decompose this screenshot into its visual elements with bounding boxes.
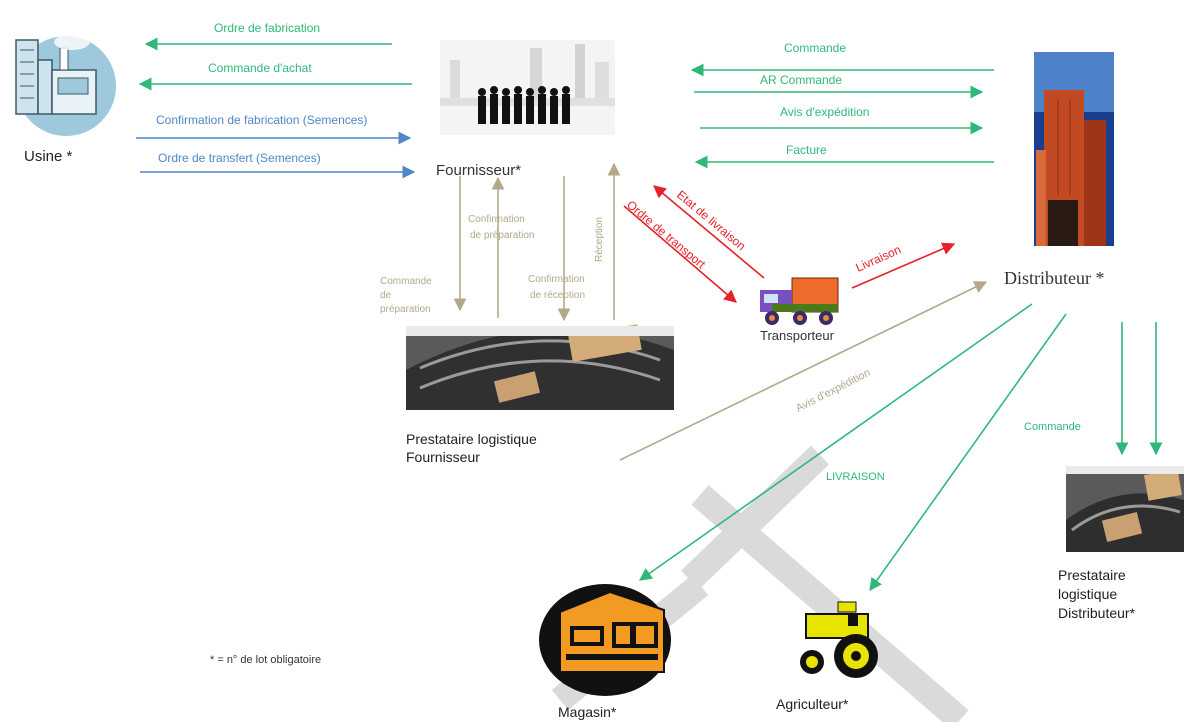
node-label-distributeur: Distributeur *: [1004, 268, 1105, 288]
edge-label-confirmation-reception-2: de réception: [530, 290, 585, 301]
edge-label-commande-distrib: Commande: [1024, 421, 1081, 433]
edge-label-confirmation-fabrication: Confirmation de fabrication (Semences): [156, 113, 367, 127]
fournisseur-distributeur-flows: Commande AR Commande Avis d'expédition F…: [690, 41, 994, 169]
transport-flows: Etat de livraison Ordre de transport Liv…: [623, 185, 956, 303]
edge-label-avis-expedition: Avis d'expédition: [780, 105, 869, 119]
factory-icon: [15, 34, 116, 136]
node-label-magasin: Magasin*: [558, 704, 617, 720]
edge-label-confirmation-preparation-1: Confirmation: [468, 214, 525, 225]
node-label-prestataire-fournisseur-line2: Fournisseur: [406, 449, 480, 465]
node-label-usine: Usine *: [24, 148, 73, 165]
usine-fournisseur-flows: Ordre de fabrication Commande d'achat Co…: [136, 21, 416, 179]
business-people-icon: [440, 40, 615, 135]
node-label-prestataire-distributeur-line2: logistique: [1058, 586, 1118, 602]
edge-label-commande-preparation-2: de: [380, 290, 392, 301]
store-icon: [539, 584, 671, 696]
building-icon: [1034, 52, 1114, 246]
node-label-prestataire-distributeur-line1: Prestataire: [1058, 567, 1126, 583]
edge-label-ar-commande: AR Commande: [760, 73, 842, 87]
footnote: * = n° de lot obligatoire: [210, 654, 322, 666]
edge-label-commande: Commande: [784, 41, 846, 55]
conveyor-small-icon: [1066, 466, 1184, 552]
node-label-fournisseur: Fournisseur*: [436, 162, 522, 179]
edge-label-avis-expedition-2: Avis d'expédition: [794, 367, 873, 415]
node-label-agriculteur: Agriculteur*: [776, 696, 849, 712]
node-label-prestataire-distributeur: Prestataire logistique Distributeur*: [1058, 566, 1135, 623]
prestataire-fournisseur-flows: Confirmation de préparation Commande de …: [380, 162, 621, 322]
edge-label-commande-preparation-1: Commande: [380, 276, 432, 287]
node-label-prestataire-fournisseur-line1: Prestataire logistique: [406, 431, 537, 447]
edge-label-commande-achat: Commande d'achat: [208, 61, 312, 75]
edge-label-ordre-fabrication: Ordre de fabrication: [214, 21, 320, 35]
edge-label-reception: Réception: [594, 217, 605, 262]
edge-label-livraison-caps: LIVRAISON: [826, 471, 885, 483]
livraison-flows: LIVRAISON Commande: [638, 303, 1163, 592]
edge-label-confirmation-reception-1: Confirmation: [528, 274, 585, 285]
node-label-prestataire-fournisseur: Prestataire logistique Fournisseur: [406, 430, 537, 466]
truck-icon: [760, 277, 839, 325]
node-label-transporteur: Transporteur: [760, 328, 834, 343]
edge-label-commande-preparation-3: préparation: [380, 304, 431, 315]
edge-label-confirmation-preparation-2: de préparation: [470, 230, 535, 241]
edge-label-facture: Facture: [786, 143, 827, 157]
node-label-prestataire-distributeur-line3: Distributeur*: [1058, 605, 1136, 621]
edge-label-ordre-transfert: Ordre de transfert (Semences): [158, 151, 321, 165]
tractor-icon: [800, 601, 878, 678]
conveyor-icon: [406, 324, 674, 410]
